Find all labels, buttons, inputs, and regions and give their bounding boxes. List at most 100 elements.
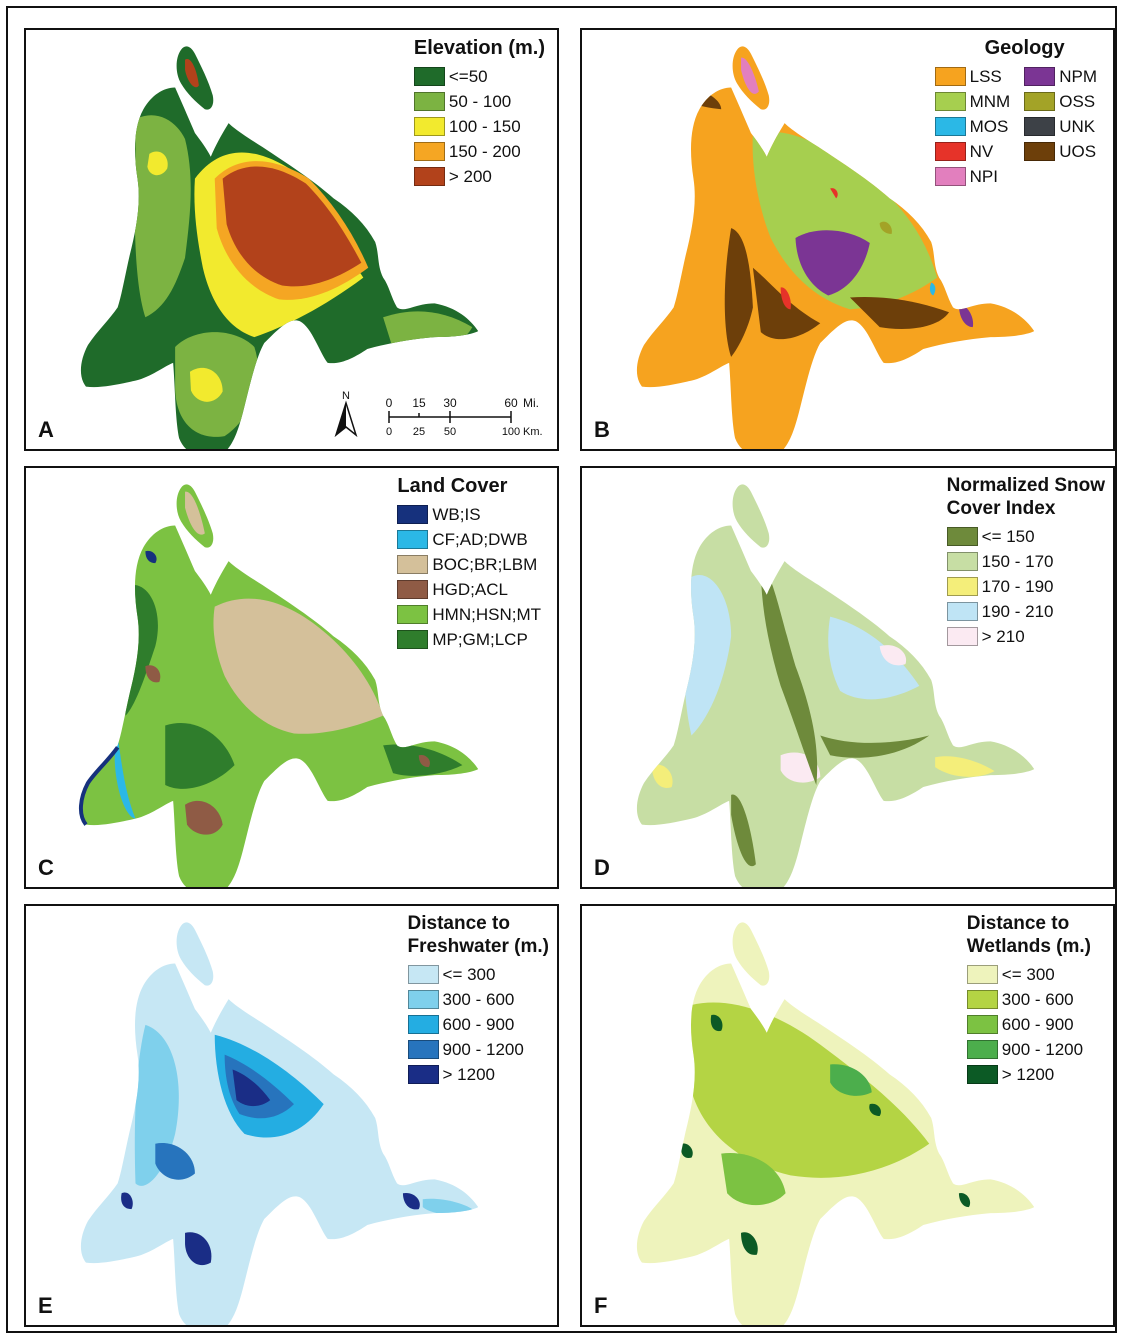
legend-item: MP;GM;LCP — [397, 627, 541, 652]
legend-title: Freshwater (m.) — [407, 936, 549, 957]
scale-km-tick: 50 — [444, 426, 456, 438]
legend-item: 150 - 200 — [413, 139, 545, 164]
freshwater-map — [80, 922, 479, 1325]
legend-label: MP;GM;LCP — [432, 629, 528, 649]
land-cover-map — [79, 484, 479, 887]
legend-label: WB;IS — [432, 504, 481, 524]
legend-swatch — [397, 605, 429, 624]
legend-item: NPM — [1024, 64, 1097, 89]
legend-label: 600 - 900 — [1001, 1014, 1074, 1034]
panel-letter: D — [594, 855, 610, 880]
legend-land-cover: Land Cover WB;IS CF;AD;DWB BOC;BR;LBM HG… — [397, 474, 541, 652]
legend-title: Wetlands (m.) — [966, 936, 1091, 957]
snow-cover-map — [636, 484, 1035, 887]
panel-letter: E — [38, 1293, 53, 1318]
legend-label: CF;AD;DWB — [432, 529, 528, 549]
legend-label: 150 - 200 — [448, 141, 521, 161]
legend-item: BOC;BR;LBM — [397, 552, 541, 577]
legend-label: > 210 — [981, 626, 1025, 646]
legend-title: Normalized Snow — [946, 475, 1105, 496]
geology-map — [636, 46, 1035, 449]
legend-swatch — [397, 530, 429, 549]
scale-km-unit: Km. — [523, 426, 543, 438]
legend-label: <=50 — [448, 66, 488, 86]
legend-label: 600 - 900 — [442, 1014, 515, 1034]
legend-label: 150 - 170 — [981, 551, 1054, 571]
panel-wetlands: F Distance to Wetlands (m.) <= 300 300 -… — [580, 904, 1115, 1327]
figure-frame: A Elevation (m.) <=50 50 - 100 100 - 150… — [6, 6, 1117, 1333]
panel-letter: B — [594, 417, 610, 442]
legend-item: HMN;HSN;MT — [397, 602, 541, 627]
legend-snow-cover: Normalized Snow Cover Index <= 150 150 -… — [946, 474, 1105, 649]
scale-bar: N 0 15 30 60 Mi. 0 25 50 100 Km. — [334, 390, 543, 438]
legend-swatch — [407, 1015, 439, 1034]
legend-item: > 1200 — [966, 1062, 1091, 1087]
legend-label: MOS — [969, 116, 1009, 136]
panel-letter: C — [38, 855, 54, 880]
legend-item: MNM — [934, 89, 1010, 114]
legend-swatch — [413, 92, 445, 111]
legend-title: Elevation (m.) — [413, 37, 545, 59]
scale-km-tick: 0 — [386, 426, 392, 438]
legend-label: BOC;BR;LBM — [432, 554, 538, 574]
legend-item: 300 - 600 — [966, 987, 1091, 1012]
legend-label: 300 - 600 — [1001, 989, 1074, 1009]
legend-label: LSS — [969, 66, 1002, 86]
panel-snow-cover: D Normalized Snow Cover Index <= 150 150… — [580, 466, 1115, 889]
legend-label: <= 300 — [1001, 964, 1055, 984]
legend-label: 900 - 1200 — [1001, 1039, 1084, 1059]
legend-swatch — [966, 990, 998, 1009]
scale-km-tick: 100 — [502, 426, 520, 438]
panel-letter: F — [594, 1293, 608, 1318]
legend-label: 900 - 1200 — [442, 1039, 524, 1059]
legend-title: Land Cover — [397, 475, 508, 497]
scale-mi-tick: 0 — [386, 396, 393, 410]
legend-swatch — [946, 627, 978, 646]
legend-item: 900 - 1200 — [407, 1037, 549, 1062]
legend-item: <=50 — [413, 64, 545, 89]
legend-item: LSS — [934, 64, 1011, 89]
legend-swatch — [407, 1040, 439, 1059]
legend-swatch — [966, 965, 998, 984]
legend-label: UNK — [1059, 116, 1096, 136]
legend-item: MOS — [934, 114, 1011, 139]
legend-swatch — [1024, 142, 1056, 161]
panel-letter: A — [38, 417, 54, 442]
legend-swatch — [413, 142, 445, 161]
legend-item: HGD;ACL — [397, 577, 541, 602]
legend-item: 600 - 900 — [407, 1012, 549, 1037]
panel-elevation: A Elevation (m.) <=50 50 - 100 100 - 150… — [24, 28, 559, 451]
legend-item: > 210 — [946, 624, 1105, 649]
legend-swatch — [1024, 92, 1056, 111]
legend-item: 900 - 1200 — [966, 1037, 1091, 1062]
legend-swatch — [407, 990, 439, 1009]
scale-mi-tick: 30 — [443, 396, 457, 410]
panel-freshwater: E Distance to Freshwater (m.) <= 300 300… — [24, 904, 559, 1327]
legend-title: Cover Index — [946, 498, 1056, 519]
legend-label: HMN;HSN;MT — [432, 604, 541, 624]
legend-label: NPI — [969, 166, 998, 186]
legend-swatch — [934, 167, 966, 186]
legend-item: WB;IS — [397, 502, 541, 527]
legend-swatch — [397, 580, 429, 599]
scale-mi-tick: 60 — [504, 396, 518, 410]
legend-label: 100 - 150 — [448, 116, 521, 136]
legend-item: UOS — [1024, 139, 1097, 164]
legend-title: Geology — [984, 37, 1065, 59]
legend-label: OSS — [1059, 91, 1096, 111]
legend-label: 50 - 100 — [448, 91, 512, 111]
panel-land-cover: C Land Cover WB;IS CF;AD;DWB BOC;BR;LBM … — [24, 466, 559, 889]
legend-label: 170 - 190 — [981, 576, 1054, 596]
scale-mi-unit: Mi. — [523, 396, 539, 410]
legend-item: <= 300 — [966, 962, 1091, 987]
legend-freshwater: Distance to Freshwater (m.) <= 300 300 -… — [407, 912, 549, 1087]
legend-swatch — [413, 167, 445, 186]
legend-label: 190 - 210 — [981, 601, 1054, 621]
legend-label: NV — [969, 141, 994, 161]
legend-label: > 1200 — [1001, 1064, 1055, 1084]
legend-swatch — [1024, 67, 1056, 86]
legend-item: <= 300 — [407, 962, 549, 987]
legend-swatch — [966, 1040, 998, 1059]
legend-item: 300 - 600 — [407, 987, 549, 1012]
legend-label: HGD;ACL — [432, 579, 508, 599]
